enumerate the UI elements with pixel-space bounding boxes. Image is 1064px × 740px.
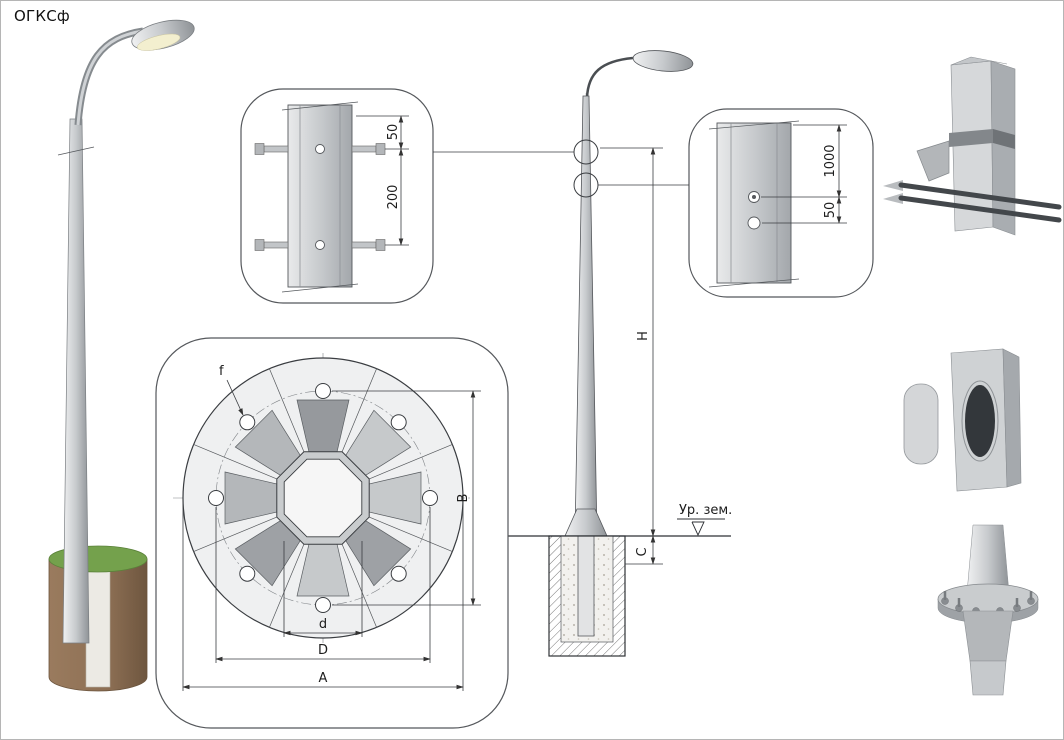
f-leader-line (226, 379, 244, 416)
clamp-wedge (916, 140, 950, 182)
callout-circle-upper (573, 139, 599, 165)
break-mark (281, 283, 359, 293)
pole-shaft-elev (574, 95, 598, 537)
hatch-cover-plate (903, 383, 939, 465)
pole-section-front (716, 122, 792, 284)
flange-studs-3d (943, 591, 1033, 607)
rod-tip-upper (883, 180, 903, 191)
dim-label-D: D (318, 643, 328, 658)
pole-top-face (950, 56, 1008, 66)
rod-tip-lower (883, 193, 903, 204)
lamp-arm-elev (585, 56, 634, 99)
lamp-lens (136, 33, 181, 51)
base-lower-tube (969, 660, 1007, 696)
lamp-arm-highlight (76, 29, 144, 126)
dim-label-d: d (319, 617, 327, 632)
base-cone-sleeve (962, 610, 1014, 662)
dim-label-f: f (219, 364, 224, 379)
detail-box-right: 1000 50 (598, 108, 874, 298)
dim-label-200: 200 (386, 185, 401, 210)
dim-label-50b: 50 (823, 202, 838, 219)
lamp-head-elev (632, 50, 694, 72)
dim-label-H: H (636, 331, 651, 341)
bolt-hole (315, 144, 325, 154)
clamp-band-front (949, 129, 993, 147)
render-clamp-rods (883, 56, 1062, 236)
hatch-opening (965, 385, 995, 457)
dim-lines-right-detail (761, 124, 847, 224)
pole-base-flare (564, 508, 608, 537)
dim-label-A: A (319, 671, 328, 686)
lamp-head (131, 19, 195, 51)
break-mark (708, 278, 800, 288)
anchor-rod-lower (898, 195, 1062, 223)
dim-lines-top-detail (356, 115, 409, 246)
pole-shaft (62, 118, 90, 644)
drawing-title: ОГКСф (14, 7, 70, 25)
dim-label-1000: 1000 (823, 144, 838, 177)
tube-octagon-inner (283, 458, 363, 538)
callout-circle-lower (573, 172, 599, 198)
bolt-left-upper (254, 143, 289, 155)
pole-elevation: H C Ур. зем. (506, 50, 732, 657)
ground-level-label: Ур. зем. (679, 503, 732, 518)
render-flange-base (937, 524, 1039, 696)
fixing-hole-upper-pin (752, 195, 756, 199)
flange-plate-top (937, 583, 1039, 615)
break-mark (57, 146, 95, 156)
dim-lines-flange (182, 390, 481, 691)
flange-bolt-holes (208, 383, 438, 613)
bolt-left-lower (254, 239, 289, 251)
break-mark (281, 101, 359, 111)
clamp-band-side (993, 129, 1015, 149)
detail-box-flange: f B d D A (155, 337, 509, 729)
fixing-hole-lower (747, 216, 761, 230)
dim-label-B: B (456, 494, 471, 503)
foundation-cut-slot (85, 558, 111, 688)
dim-lines-elevation (600, 147, 663, 565)
hatch-opening-rim (961, 380, 999, 462)
gusset-ribs (224, 399, 422, 597)
render-access-hatch (903, 348, 1022, 492)
anchor-rod-upper (898, 182, 1062, 210)
detail-box-top: 50 200 (240, 88, 574, 304)
sector-lines (193, 368, 453, 628)
pole-side-face (990, 60, 1016, 236)
hatch-pole-side (1002, 348, 1022, 488)
pole-section-front (287, 104, 353, 288)
bolt-hole (315, 240, 325, 250)
level-mark-icon (691, 521, 705, 537)
dim-label-C: C (635, 547, 650, 556)
pole-embedded (577, 535, 595, 637)
break-mark (708, 120, 800, 130)
left-pole-render (48, 19, 195, 692)
dim-label-50: 50 (386, 124, 401, 141)
base-pole-stub (966, 524, 1010, 594)
